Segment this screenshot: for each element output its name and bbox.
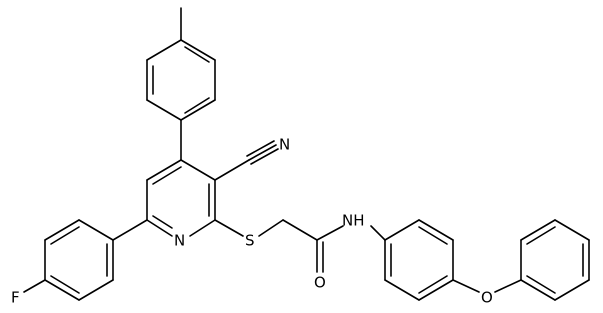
fluorine-label: F bbox=[11, 289, 20, 307]
nitrile-nitrogen-label: N bbox=[279, 136, 290, 154]
thioether-sulfur-label: S bbox=[245, 232, 255, 250]
pyridine-nitrogen-label: N bbox=[174, 232, 185, 250]
ether-oxygen-label: O bbox=[481, 289, 493, 307]
atom-labels: N N S O NH O F bbox=[11, 136, 493, 307]
carbonyl-oxygen-label: O bbox=[314, 274, 326, 292]
bonds bbox=[23, 7, 590, 301]
amide-nh-label: NH bbox=[342, 212, 365, 230]
